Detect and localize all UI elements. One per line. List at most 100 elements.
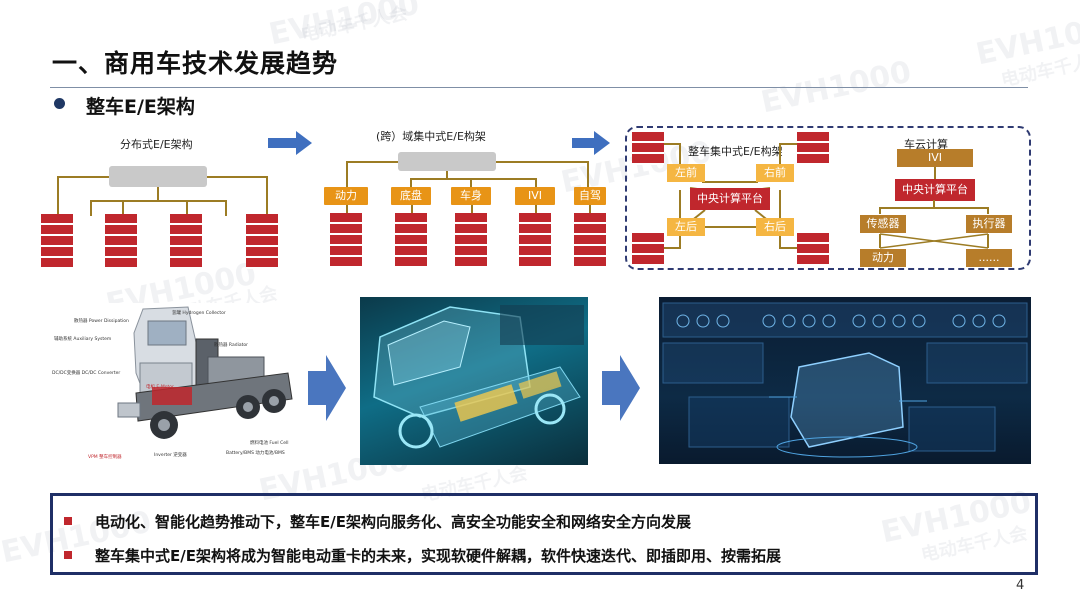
truck-component-image: 散热器 Power Dissipation 氢罐 Hydrogen Collec… (48, 303, 298, 467)
dashboard-illustration (662, 302, 1028, 458)
ecu-stack (632, 132, 664, 165)
ecu-block (574, 246, 606, 257)
central-topology-lines (664, 143, 797, 249)
ecu-stack (395, 213, 427, 268)
ecu-block (41, 247, 73, 258)
arrow-right-icon (308, 355, 346, 421)
bus-line (186, 200, 188, 216)
ecu-block (170, 247, 202, 258)
bus-line (207, 176, 267, 178)
ecu-block (797, 132, 829, 143)
ecu-block (797, 255, 829, 266)
ecu-stack (170, 214, 202, 269)
bus-line (57, 176, 59, 216)
cloud-compute-label: 车云计算 (904, 138, 948, 151)
ecu-block (519, 224, 551, 235)
ecu-block (105, 225, 137, 236)
ecu-block (246, 214, 278, 225)
ecu-block (574, 224, 606, 235)
ecu-block (455, 224, 487, 235)
domain-chassis: 底盘 (391, 187, 431, 205)
ecu-block (632, 255, 664, 266)
ecu-block (455, 235, 487, 246)
ecu-block (574, 257, 606, 268)
central-arch-frame (625, 126, 1031, 270)
ecu-stack (455, 213, 487, 268)
ecu-block (797, 154, 829, 165)
cloud-power: 动力 (860, 249, 906, 267)
bus-line (934, 167, 936, 180)
cloud-ivi: IVI (897, 149, 973, 167)
bus-line (225, 200, 227, 216)
cloud-actuator: 执行器 (966, 215, 1012, 233)
bus-line (471, 205, 473, 213)
ecu-block (632, 154, 664, 165)
vehicle-dashboard-image (659, 297, 1031, 464)
arrow-right-icon (572, 131, 610, 155)
ecu-block (395, 235, 427, 246)
ecu-block (246, 258, 278, 269)
ecu-block (170, 225, 202, 236)
ecu-block (797, 244, 829, 255)
summary-point: 电动化、智能化趋势推动下，整车E/E架构向服务化、高安全功能安全和网络安全方向发… (95, 513, 691, 531)
domain-power: 动力 (324, 187, 368, 205)
ecu-block (246, 225, 278, 236)
ecu-block (455, 257, 487, 268)
ecu-block (797, 233, 829, 244)
bus-line (535, 178, 537, 187)
page-title: 一、商用车技术发展趋势 (52, 49, 339, 78)
ecu-block (395, 246, 427, 257)
bus-line (90, 200, 226, 202)
ecu-stack (574, 213, 606, 268)
ecu-block (105, 236, 137, 247)
cloud-more: ...... (966, 249, 1012, 267)
domain-adas: 自驾 (574, 187, 606, 205)
ecu-stack (330, 213, 362, 268)
label-fuel-cell: 燃料电池 Fuel Cell (250, 441, 289, 446)
ecu-block (170, 236, 202, 247)
ecu-block (330, 257, 362, 268)
truck-illustration (117, 306, 293, 439)
cloud-topology-lines (879, 200, 989, 249)
ecu-block (797, 143, 829, 154)
ecu-block (574, 213, 606, 224)
label-battery: Battery/BMS 动力电池/BMS (226, 451, 285, 456)
bus-line (122, 200, 124, 216)
bus-line (346, 205, 348, 213)
zone-rear-left: 左后 (667, 218, 705, 236)
cloud-central-compute: 中央计算平台 (895, 179, 975, 201)
ecu-block (170, 258, 202, 269)
ecu-block (519, 246, 551, 257)
truck-xray-illustration (373, 305, 584, 449)
summary-point: 整车集中式E/E架构将成为智能电动重卡的未来，实现软硬件解耦，软件快速迭代、即插… (95, 547, 781, 565)
bus-line (346, 161, 398, 163)
bus-line (90, 200, 92, 216)
ecu-stack (41, 214, 73, 269)
domain-gateway (398, 152, 496, 171)
bullet-square-icon (64, 517, 72, 525)
ecu-block (519, 257, 551, 268)
bus-line (496, 161, 588, 163)
ecu-block (246, 247, 278, 258)
domain-arch-label: (跨）域集中式E/E构架 (376, 130, 486, 143)
ecu-block (41, 236, 73, 247)
ecu-block (519, 213, 551, 224)
ecu-block (330, 246, 362, 257)
ecu-block (632, 132, 664, 143)
ecu-block (170, 214, 202, 225)
cloud-sensor: 传感器 (860, 215, 906, 233)
bus-line (157, 187, 159, 201)
bullet-dot (54, 98, 65, 109)
zone-front-left: 左前 (667, 164, 705, 182)
title-divider (50, 87, 1028, 88)
ecu-stack (632, 233, 664, 266)
ecu-block (455, 213, 487, 224)
ecu-block (330, 235, 362, 246)
central-arch-label: 整车集中式E/E构架 (688, 145, 783, 158)
arrow-right-icon (268, 131, 312, 155)
ecu-block (41, 258, 73, 269)
bus-line (446, 171, 448, 179)
ecu-block (455, 246, 487, 257)
zone-rear-right: 右后 (756, 218, 794, 236)
label-vpm: VPM 整车控制器 (88, 455, 122, 460)
